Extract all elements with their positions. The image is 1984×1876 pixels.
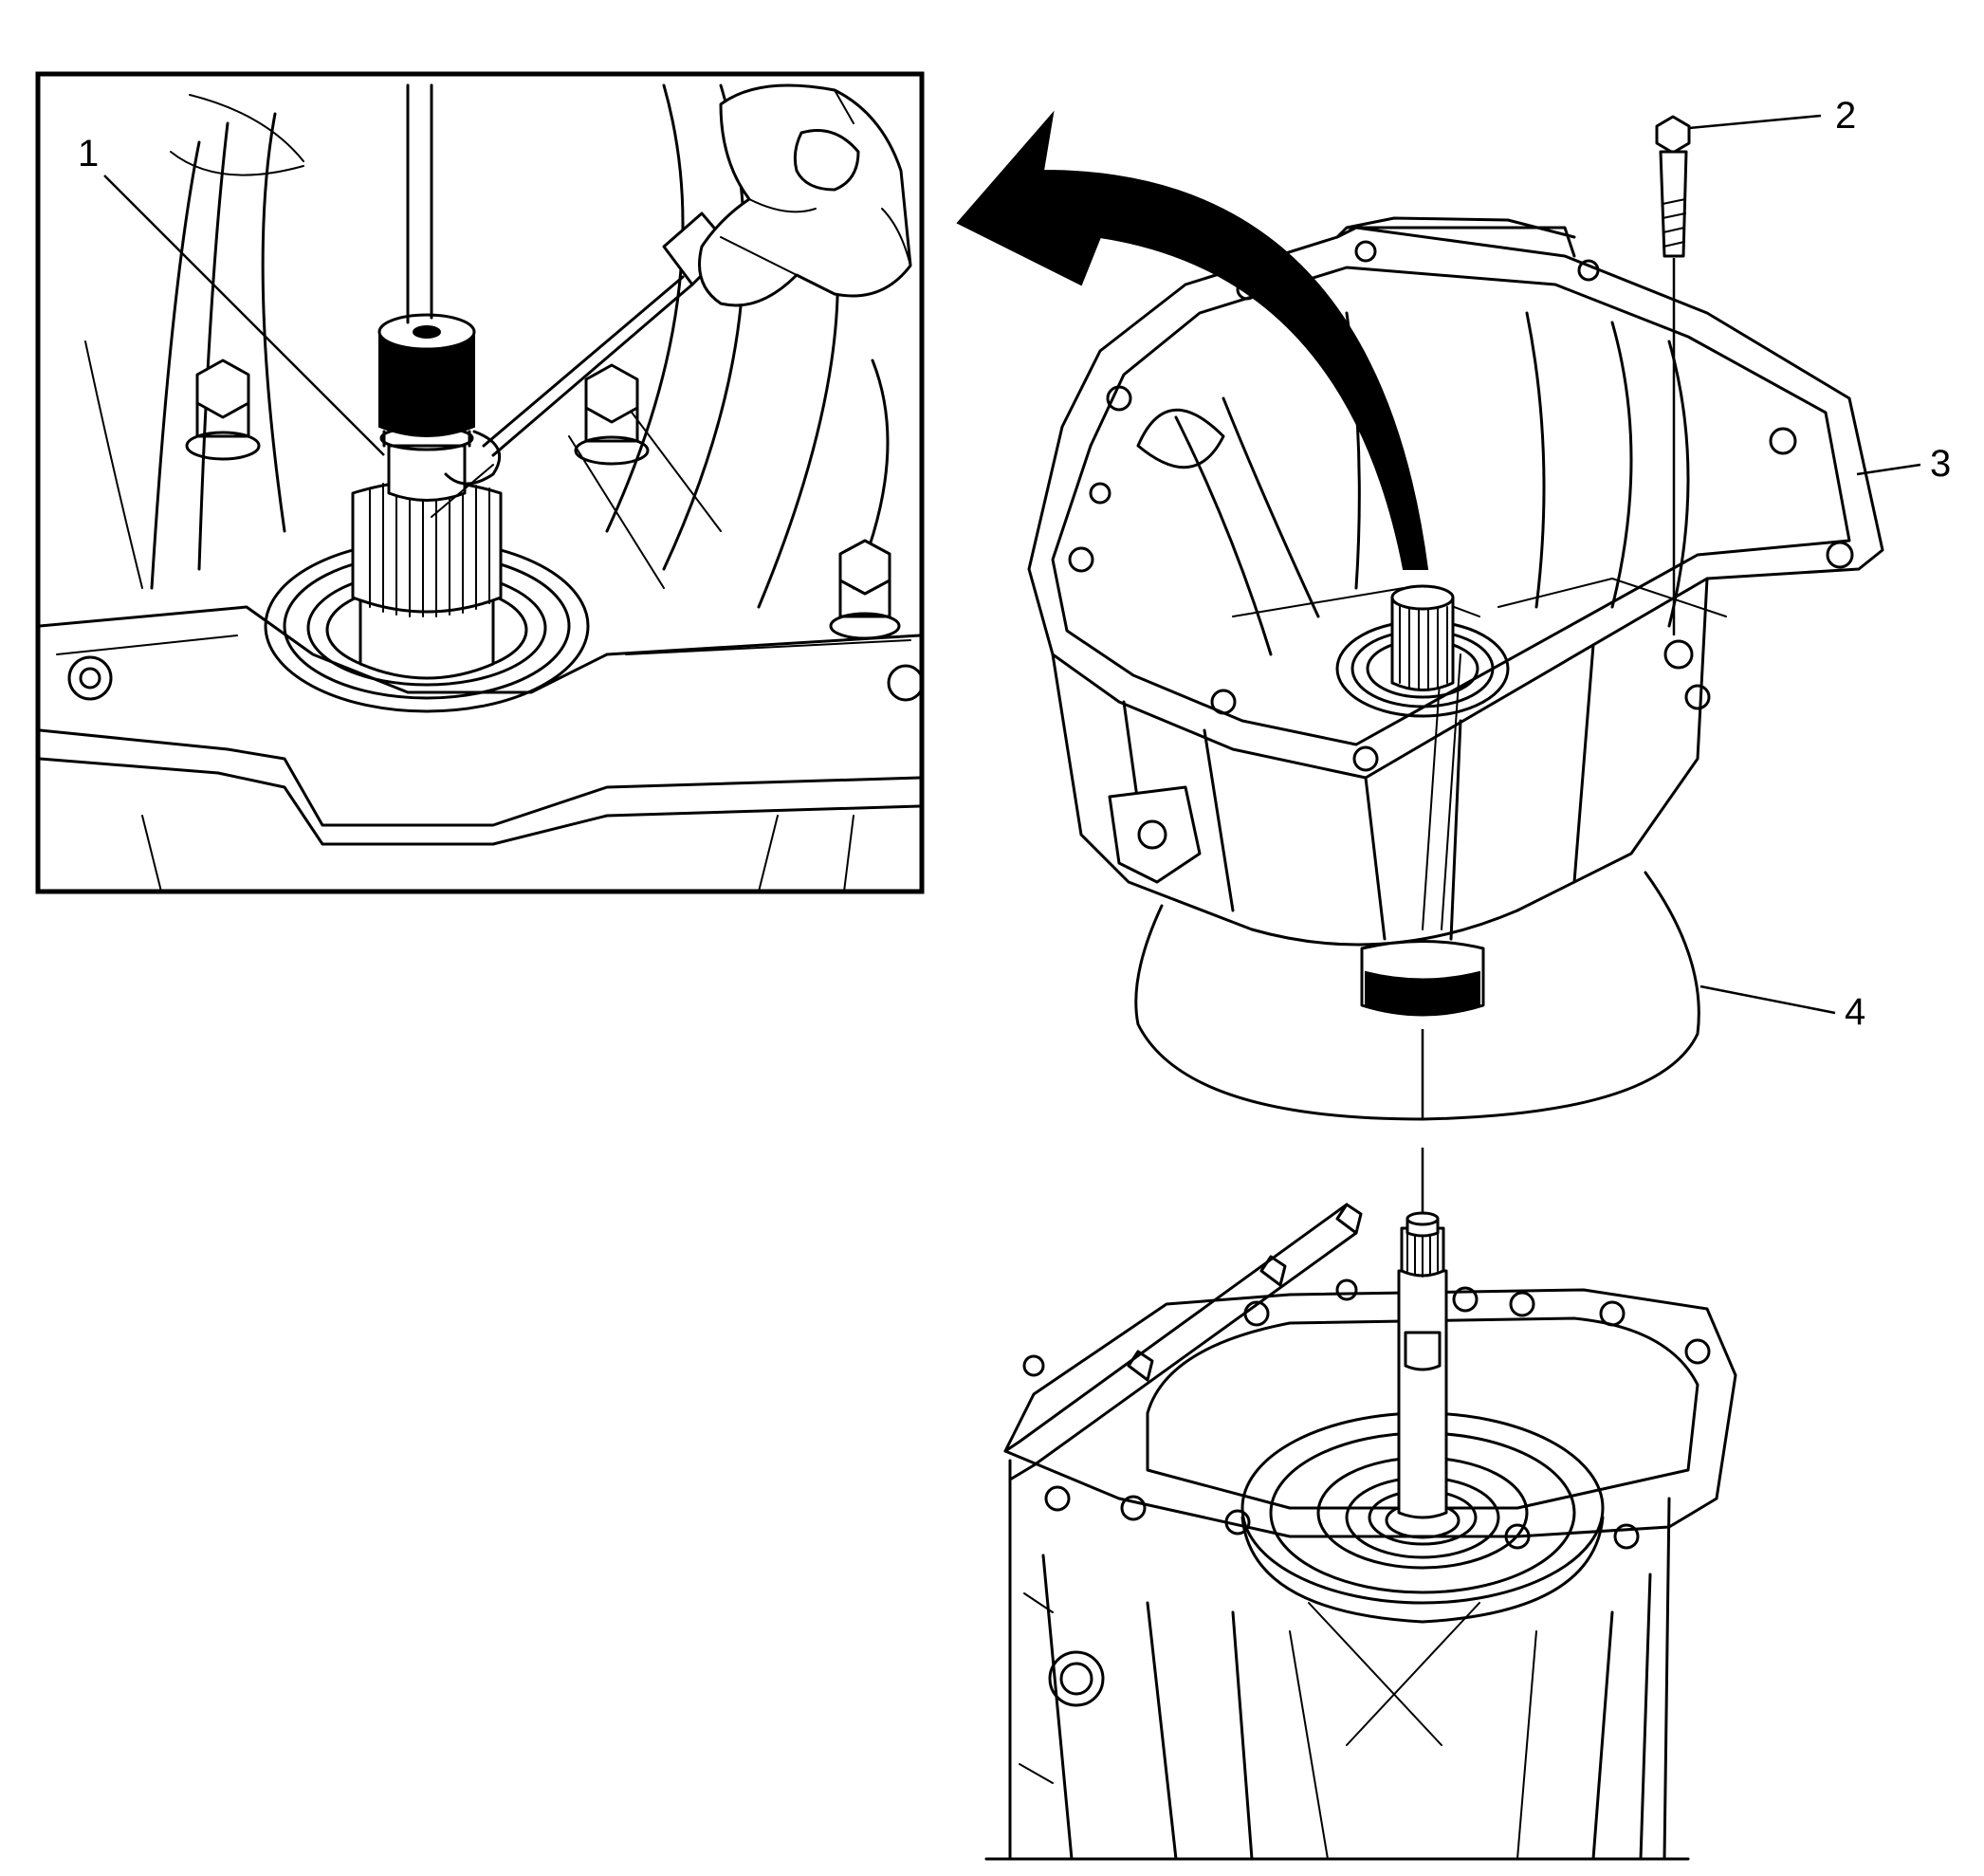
case-bolt-bosses [1022,1278,1711,1550]
inset-output-shaft [351,83,503,680]
rotation-arrow-icon [956,110,1429,570]
inset-housing-flange [40,605,920,846]
callout-1: 1 [78,133,99,175]
callout-2: 2 [1835,95,1856,137]
leader-lines [103,114,1921,1015]
transmission-case [984,1203,1737,1861]
inset-bolt-center [574,363,650,466]
callout-3: 3 [1930,443,1951,485]
inset-hand [698,83,912,307]
transfer-case-housing [1027,216,1884,1017]
case-input-shaft [1397,1211,1448,1519]
case-studs [1003,1203,1363,1481]
housing-bolt [1655,115,1691,635]
inset-detail-view [35,71,925,894]
callout-labels: 1 2 3 4 [78,95,1951,1033]
inset-bolt-right [829,539,901,640]
housing-bolt-holes [1068,240,1854,772]
inset-bolt-left [185,359,261,461]
callout-4: 4 [1845,991,1865,1033]
